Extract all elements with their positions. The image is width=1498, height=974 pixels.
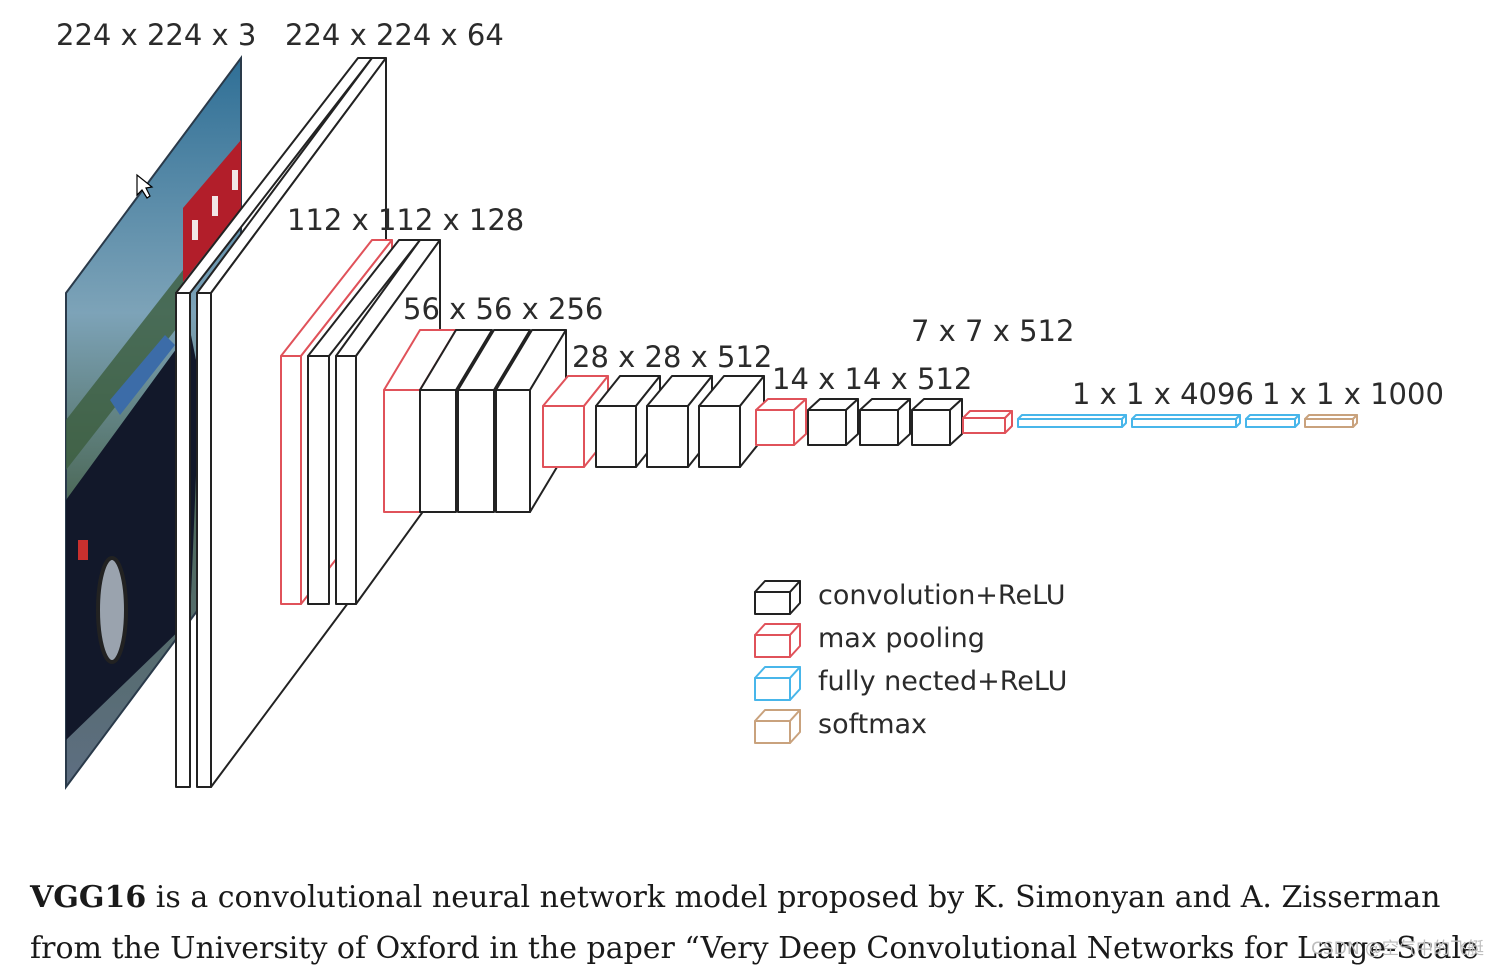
conv4-layer <box>542 375 765 468</box>
softmax-layer <box>1304 414 1358 428</box>
cube-icon <box>754 709 801 744</box>
input-dim-label: 224 x 224 x 3 <box>56 18 257 52</box>
input-image <box>65 54 242 791</box>
conv4-dim-label: 28 x 28 x 512 <box>572 340 773 374</box>
cube-icon <box>754 623 801 658</box>
output-dim-label: 1 x 1 x 1000 <box>1262 377 1444 411</box>
caption-text: is a convolutional neural network model … <box>30 880 1479 966</box>
pool5-layer <box>962 410 1013 434</box>
legend-pool-label: max pooling <box>818 623 985 654</box>
cube-icon <box>754 580 801 615</box>
cursor-icon <box>136 173 154 199</box>
legend-softmax-label: softmax <box>818 709 928 740</box>
fc-dim-label: 1 x 1 x 4096 <box>1072 377 1254 411</box>
fc-layers <box>1017 414 1300 428</box>
pool5-dim-label: 7 x 7 x 512 <box>911 314 1075 348</box>
conv1-dim-label: 224 x 224 x 64 <box>285 18 504 52</box>
legend-fc-label: fully nected+ReLU <box>818 666 1068 697</box>
watermark: CSDN @空气中的飞艇 <box>1311 939 1484 959</box>
conv3-layer <box>383 329 567 513</box>
caption: VGG16 is a convolutional neural network … <box>30 872 1480 974</box>
conv5-layer <box>755 398 963 446</box>
legend-conv-label: convolution+ReLU <box>818 580 1066 611</box>
legend-icons <box>754 580 801 744</box>
conv5-dim-label: 14 x 14 x 512 <box>772 362 973 396</box>
caption-model-name: VGG16 <box>30 880 147 915</box>
conv3-dim-label: 56 x 56 x 256 <box>403 292 604 326</box>
conv2-dim-label: 112 x 112 x 128 <box>287 203 525 237</box>
cube-icon <box>754 666 801 701</box>
